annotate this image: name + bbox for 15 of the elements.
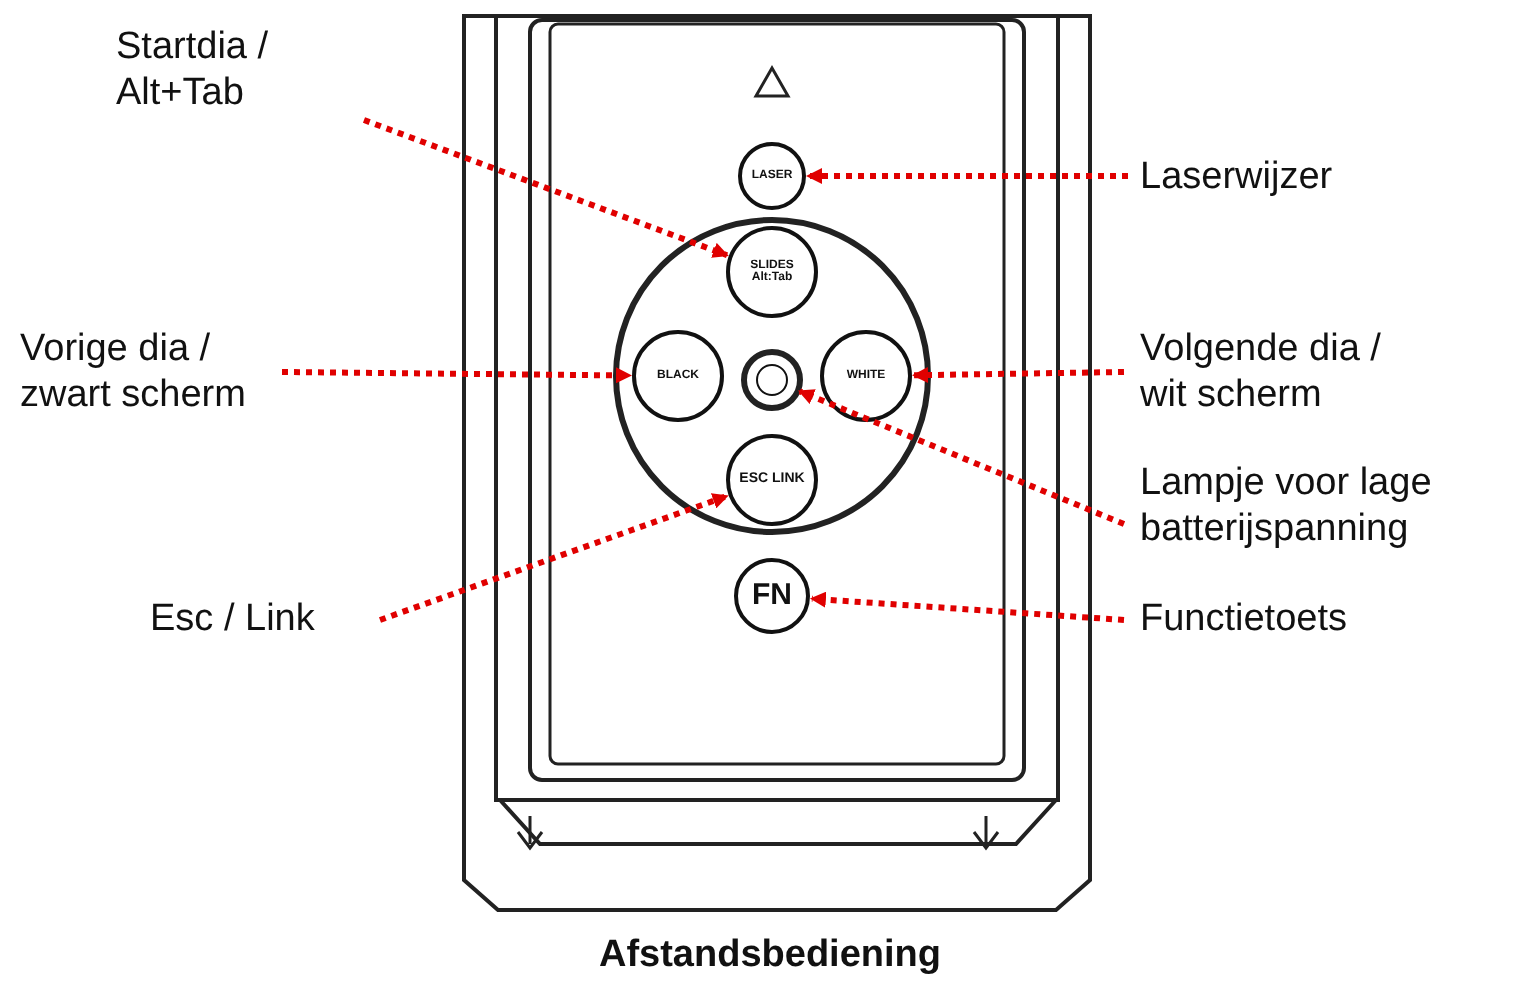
callout-text: Lampje voor lage batterijspanning (1140, 460, 1500, 552)
callout-text: Laserwijzer (1140, 154, 1420, 200)
callout-text: Vorige dia / zwart scherm (20, 326, 280, 418)
leader-line (281, 367, 632, 384)
callout-text: Functietoets (1140, 596, 1420, 642)
leader-line (362, 117, 729, 259)
callout-text: Startdia / Alt+Tab (116, 24, 356, 116)
caption: Afstandsbediening (596, 932, 943, 978)
callout-text: Volgende dia / wit scherm (1140, 326, 1430, 418)
leader-line (809, 591, 1125, 623)
leader-line (379, 493, 729, 623)
leader-line (912, 367, 1125, 384)
callout-text: Esc / Link (150, 596, 390, 642)
leader-line (797, 388, 1126, 527)
leader-line (806, 168, 1128, 184)
